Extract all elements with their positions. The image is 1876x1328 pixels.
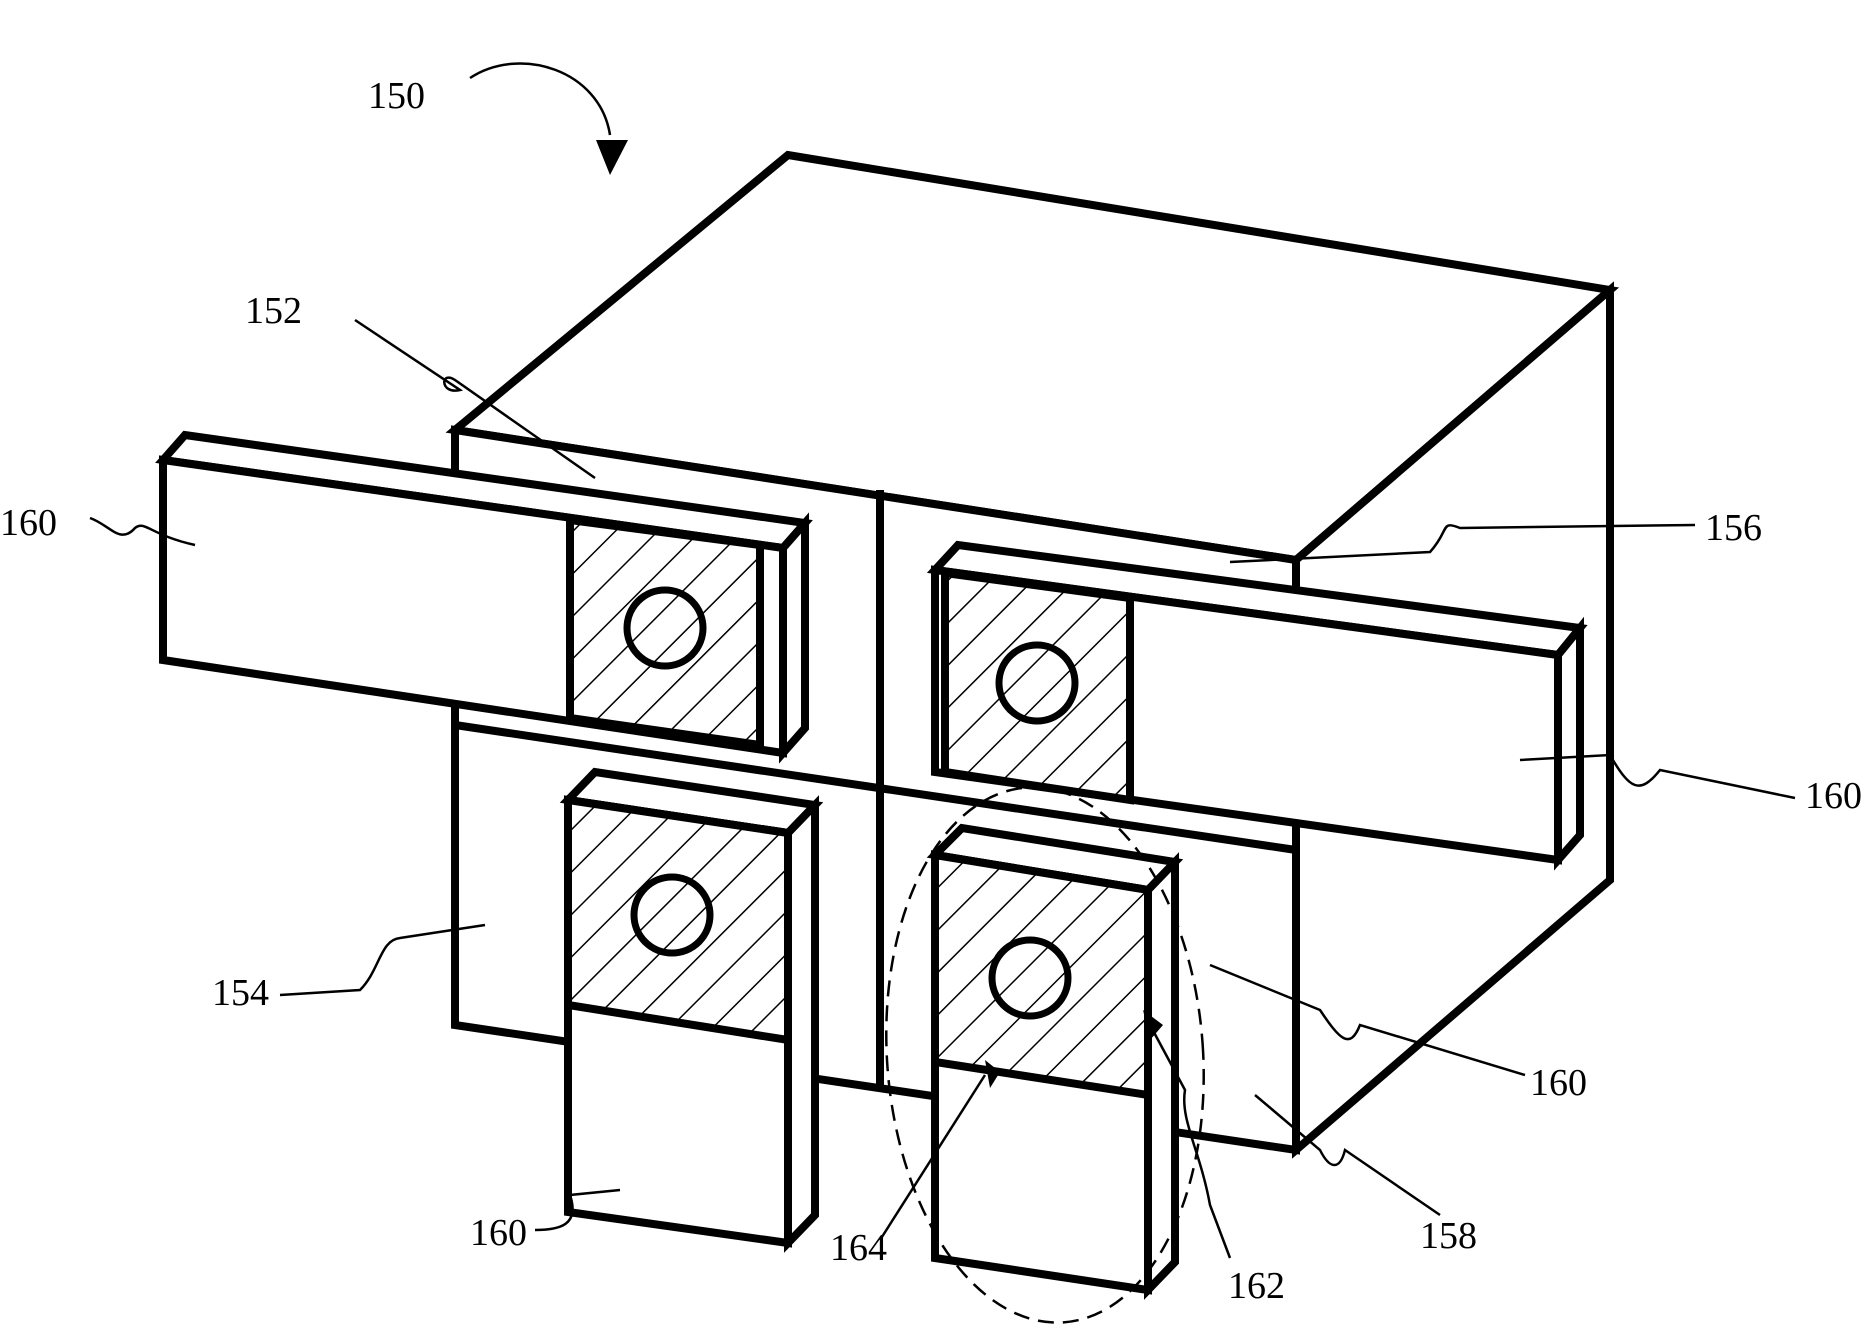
bar-right-hatched-pad [945, 573, 1130, 800]
post-lower-right-hatched-pad [935, 855, 1148, 1095]
label-160-center: 160 [1530, 1062, 1587, 1104]
label-162: 162 [1228, 1265, 1285, 1307]
post-lower-right-side [1148, 862, 1175, 1290]
label-150: 150 [368, 75, 425, 117]
post-lower-right [935, 828, 1175, 1290]
arrowhead-150 [596, 140, 628, 175]
label-160-right: 160 [1805, 775, 1862, 817]
label-154: 154 [212, 972, 269, 1014]
post-lower-left-side [788, 805, 815, 1243]
label-156: 156 [1705, 507, 1762, 549]
label-160-bottom: 160 [470, 1212, 527, 1254]
label-160-left: 160 [0, 502, 57, 544]
label-158: 158 [1420, 1215, 1477, 1257]
leader-150 [470, 63, 610, 135]
post-lower-left [568, 772, 815, 1243]
bar-upper-left-hatched-pad [570, 520, 760, 745]
post-lower-left-hatched-pad [568, 800, 788, 1040]
label-152: 152 [245, 290, 302, 332]
label-164: 164 [830, 1227, 887, 1269]
